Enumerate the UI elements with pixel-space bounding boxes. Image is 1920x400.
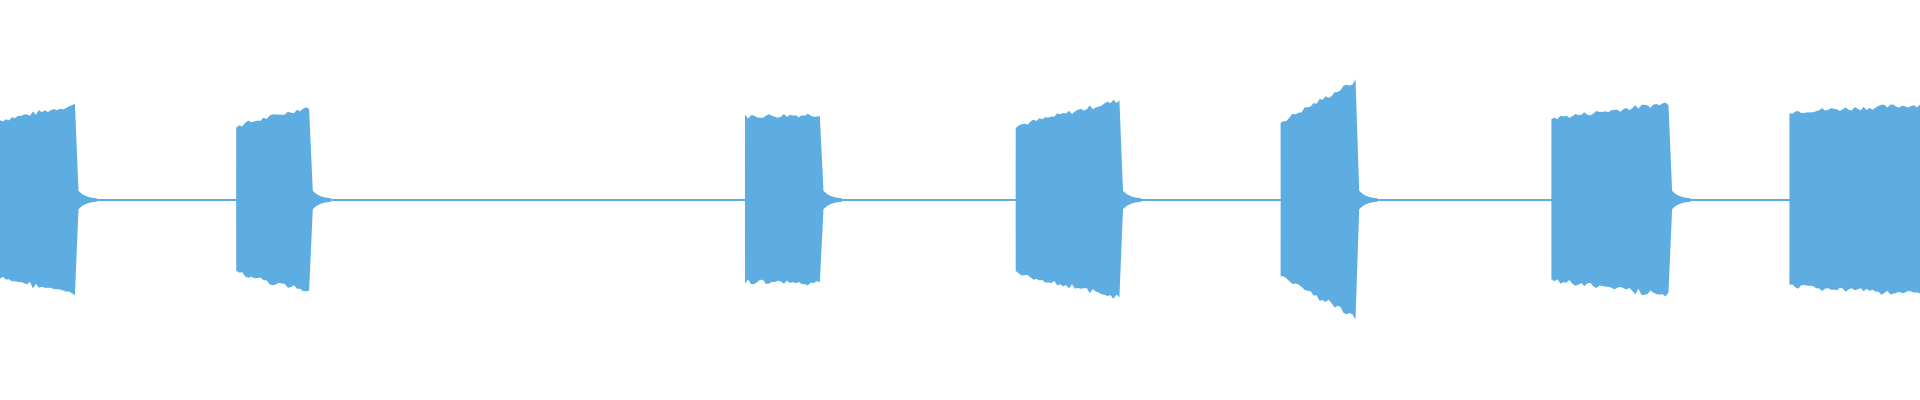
waveform-burst xyxy=(236,107,332,292)
waveform-burst xyxy=(0,103,97,296)
waveform-burst xyxy=(1015,99,1142,299)
waveform-bursts xyxy=(0,79,1920,320)
waveform-burst xyxy=(744,113,842,286)
waveform-burst xyxy=(1789,104,1920,295)
waveform-burst xyxy=(1551,102,1691,297)
waveform-burst xyxy=(1280,79,1378,320)
